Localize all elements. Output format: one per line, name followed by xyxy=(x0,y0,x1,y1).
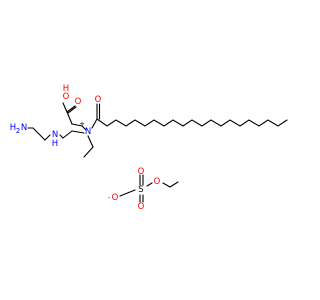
bond-s-oester xyxy=(146,182,153,187)
atom-amine-n: N xyxy=(21,123,27,133)
bond-ch2-ch2b xyxy=(62,130,73,139)
bond-oester-ch2 xyxy=(162,182,171,188)
atom-s-o-bottom: O xyxy=(138,202,145,212)
bond-ch2-ch3 xyxy=(169,181,179,188)
atom-sulfur: S xyxy=(138,185,143,195)
bond-acid-oh xyxy=(62,102,68,113)
molecule-canvas: O H O N + O N H N H 2 O - S O O O xyxy=(0,0,300,300)
atom-ester-o: O xyxy=(154,177,161,187)
atom-acid-o: O xyxy=(63,92,70,102)
atom-ammonium-n: N xyxy=(85,127,91,137)
bond-ch2-nh xyxy=(59,134,64,139)
bond-ch2-n xyxy=(81,125,87,131)
bond-n-ch2 xyxy=(71,130,85,134)
bond-nh-ch2 xyxy=(44,134,51,141)
bond-acid-c-ch2 xyxy=(66,111,73,125)
bond-ch2-ch2 xyxy=(71,123,83,127)
atom-amide-o: O xyxy=(95,95,102,105)
bond-alkyl-chain xyxy=(96,118,288,127)
atom-acid-h: H xyxy=(63,84,69,94)
atom-s-o-top: O xyxy=(138,167,145,177)
atom-acid-carbonyl-o: O xyxy=(75,97,82,107)
atom-amine-h-subscript: 2 xyxy=(16,127,20,135)
bond-n-carbonyl xyxy=(91,118,98,129)
minus-charge: - xyxy=(108,194,111,202)
bond-n-ethyl xyxy=(87,135,94,148)
anion-bonds xyxy=(119,174,179,203)
bond-acid-c-o-double xyxy=(67,106,77,114)
bond-acid-c-o xyxy=(66,105,76,113)
structure-drawing: O H O N + O N H N H 2 O - S O O O xyxy=(0,0,300,300)
atom-amine-h: H xyxy=(10,123,16,133)
cation-bonds xyxy=(27,102,288,158)
atom-secondary-h: H xyxy=(52,139,58,149)
bond-ethyl-ch3 xyxy=(83,146,94,158)
bond-ch2-ch2c xyxy=(32,127,46,141)
atom-o-minus: O xyxy=(112,193,119,203)
bond-ominus-s xyxy=(119,189,136,197)
ammonium-charge: + xyxy=(79,120,85,128)
background xyxy=(0,0,300,300)
atom-secondary-n: N xyxy=(52,130,58,140)
